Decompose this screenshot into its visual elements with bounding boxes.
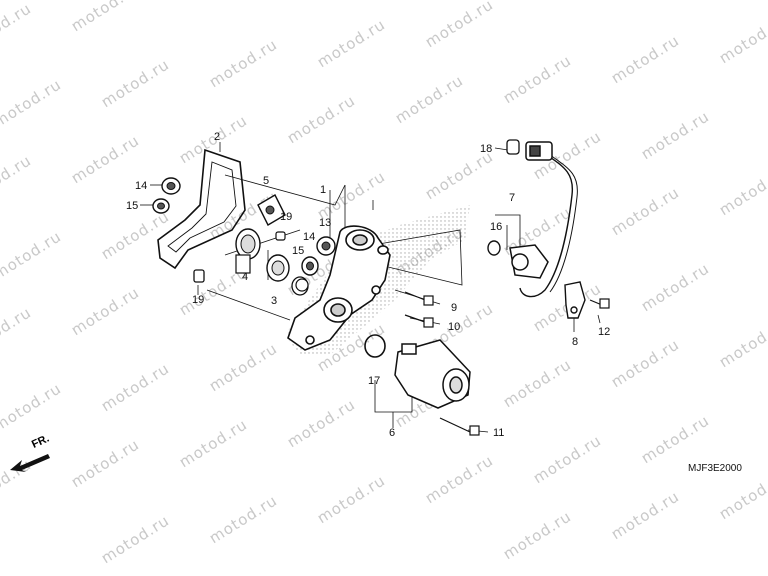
label-part-17: 17	[368, 375, 380, 387]
shift-housing	[287, 225, 391, 351]
label-part-19-lower: 19	[192, 294, 204, 306]
label-part-14-left: 14	[135, 180, 147, 192]
o-ring	[364, 334, 386, 358]
label-part-6: 6	[389, 427, 395, 439]
sensor-wire-2	[545, 151, 578, 293]
sensor	[509, 244, 549, 279]
connector	[525, 141, 553, 161]
shift-motor	[394, 339, 471, 409]
label-part-9: 9	[451, 302, 457, 314]
dowel-pin	[193, 269, 205, 283]
o-ring-16	[487, 240, 501, 256]
label-part-16: 16	[490, 221, 502, 233]
label-part-14-center: 14	[303, 231, 315, 243]
label-part-7: 7	[509, 192, 515, 204]
gasket-inner	[167, 161, 237, 253]
bearing-left	[152, 177, 181, 214]
shift-arm	[257, 194, 286, 226]
sensor-wire	[519, 149, 574, 298]
label-part-15-center: 15	[292, 245, 304, 257]
label-part-4: 4	[242, 271, 248, 283]
clamp-bracket	[564, 281, 586, 319]
label-part-2: 2	[214, 131, 220, 143]
label-part-13: 13	[319, 217, 331, 229]
label-part-3: 3	[271, 295, 277, 307]
bolt-12	[589, 298, 610, 309]
bearing-center	[295, 236, 336, 292]
bolts-9-10	[404, 291, 434, 328]
front-arrow-icon	[10, 454, 50, 472]
label-part-15-left: 15	[126, 200, 138, 212]
label-part-19-upper: 19	[280, 211, 292, 223]
label-part-12: 12	[598, 326, 610, 338]
label-part-11: 11	[493, 427, 504, 439]
label-part-1: 1	[320, 184, 326, 196]
gear-assembly	[235, 228, 309, 296]
dowel-pin-small	[275, 231, 286, 241]
grommet-18	[506, 139, 520, 155]
label-part-8: 8	[572, 336, 578, 348]
label-part-10: 10	[448, 321, 460, 333]
label-part-18: 18	[480, 143, 492, 155]
bolt-11	[439, 417, 480, 436]
label-part-5: 5	[263, 175, 269, 187]
diagram-code: MJF3E2000	[688, 463, 742, 474]
gasket-outline	[157, 148, 246, 270]
